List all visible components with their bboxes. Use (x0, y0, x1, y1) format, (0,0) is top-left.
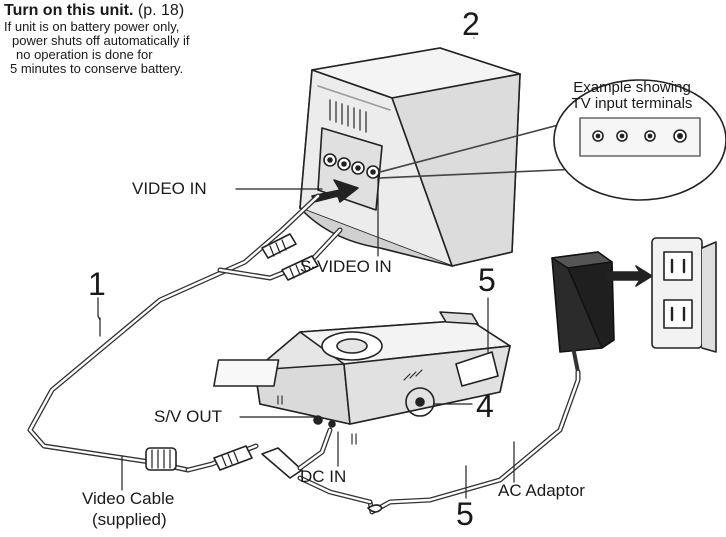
video-cable-label: Video Cable (82, 489, 175, 508)
s-video-in-label: S-VIDEO IN (300, 257, 392, 276)
power-note: Turn on this unit. (p. 18) If unit is on… (4, 2, 274, 76)
example-caption: Example showing TV input terminals (552, 80, 712, 112)
video-cable (27, 193, 343, 473)
note-line: If unit is on battery power only, (4, 19, 180, 34)
callout-5-bottom: 5 (456, 496, 474, 532)
ac-adaptor (261, 251, 653, 515)
callout-1: 1 (88, 266, 106, 302)
tv-terminal-bubble (553, 79, 726, 201)
wall-outlet (651, 237, 717, 353)
callout-4: 4 (476, 388, 494, 424)
example-line-1: Example showing (573, 79, 691, 96)
note-line: power shuts off automatically if (12, 33, 190, 48)
note-line: 5 minutes to conserve battery. (10, 61, 184, 76)
note-title: Turn on this unit. (4, 2, 134, 19)
video-in-label: VIDEO IN (132, 179, 207, 198)
ac-adaptor-label: AC Adaptor (498, 481, 585, 500)
callout-5-top: 5 (478, 262, 496, 298)
callout-2: 2 (462, 6, 480, 42)
note-line: no operation is done for (16, 47, 153, 62)
example-line-2: TV input terminals (571, 95, 693, 112)
sv-out-label: S/V OUT (154, 407, 223, 426)
dc-in-label: DC IN (300, 467, 347, 486)
note-page-ref: (p. 18) (137, 2, 185, 19)
video-cable-supplied-label: (supplied) (92, 510, 167, 529)
tv-set (299, 47, 521, 267)
device-unit (213, 311, 511, 445)
